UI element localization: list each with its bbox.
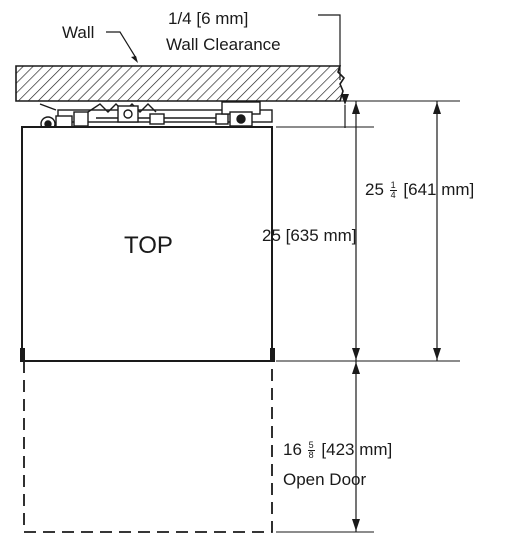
top-label: TOP [124,232,173,259]
wall [15,65,346,102]
dim-overall-arrow-bottom [433,348,441,360]
wall-leader [106,31,137,59]
door-dimension-whole: 16 [283,440,302,459]
overall-depth-fraction: 1 4 [389,180,397,201]
door-dimension-metric: [423 mm] [321,440,393,459]
door-dimension-fraction-den: 8 [308,450,314,461]
door-caption-label: Open Door [283,470,367,489]
dim-overall-arrow-top [433,102,441,114]
cabinet-foot-left [20,348,25,362]
dim-cabinet-arrow-top [352,102,360,114]
wall-leader-arrow [131,56,138,63]
overall-depth-label: 25 1 4 [641 mm] [365,181,474,200]
dim-door-arrow-top [352,362,360,374]
clearance-value-label: 1/4 [6 mm] [168,9,249,28]
wall-label: Wall [62,23,95,42]
clearance-leader [318,14,341,80]
door-dimension-fraction: 5 8 [307,440,315,461]
door-dimension-fraction-num: 5 [307,440,315,452]
clearance-arrow-bottom [341,94,349,105]
overall-depth-whole: 25 [365,180,384,199]
overall-depth-fraction-num: 1 [389,180,397,192]
cabinet-top-outline [21,126,273,362]
dim-cabinet-arrow-bottom [352,348,360,360]
door-dimension-label: 16 5 8 [423 mm] [283,441,392,460]
clearance-caption-label: Wall Clearance [166,35,281,54]
overall-depth-fraction-den: 4 [390,190,396,201]
rear-hardware [39,101,273,132]
cabinet-foot-right [270,348,275,362]
overall-depth-metric: [641 mm] [403,180,475,199]
open-door-outline [23,361,273,533]
dim-door-arrow-bottom [352,519,360,531]
cabinet-depth-label: 25 [635 mm] [262,226,357,245]
